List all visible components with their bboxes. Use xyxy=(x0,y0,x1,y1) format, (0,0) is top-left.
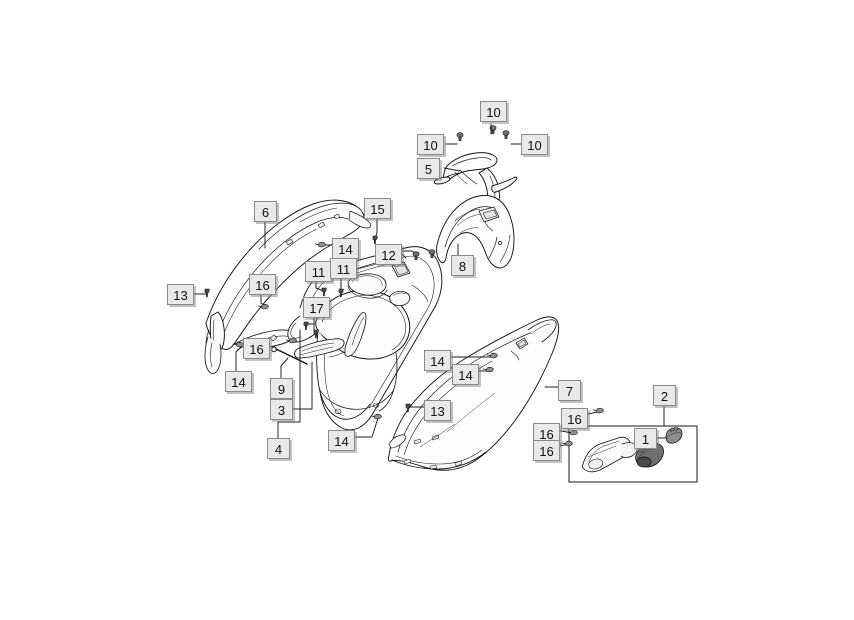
callout-10-right[interactable]: 10 xyxy=(521,134,548,155)
callout-5[interactable]: 5 xyxy=(417,158,440,179)
callout-16-a[interactable]: 16 xyxy=(249,274,276,295)
callout-15[interactable]: 15 xyxy=(364,198,391,219)
callout-16-c[interactable]: 16 xyxy=(561,408,588,429)
callout-8[interactable]: 8 xyxy=(451,255,474,276)
callout-14-b[interactable]: 14 xyxy=(225,371,252,392)
callout-3[interactable]: 3 xyxy=(270,399,293,420)
callout-14-c[interactable]: 14 xyxy=(424,350,451,371)
callout-13-a[interactable]: 13 xyxy=(167,284,194,305)
callout-14-d[interactable]: 14 xyxy=(452,364,479,385)
callout-2[interactable]: 2 xyxy=(653,385,676,406)
callout-11-b[interactable]: 11 xyxy=(330,258,357,279)
leader-lines xyxy=(189,123,668,448)
callout-10-left[interactable]: 10 xyxy=(417,134,444,155)
part-4-helmet-box xyxy=(271,246,443,431)
callout-7[interactable]: 7 xyxy=(558,380,581,401)
callout-6[interactable]: 6 xyxy=(254,201,277,222)
callout-4[interactable]: 4 xyxy=(267,438,290,459)
callout-10-top[interactable]: 10 xyxy=(480,101,507,122)
callout-1[interactable]: 1 xyxy=(634,428,657,449)
part-7-right-cover xyxy=(387,316,560,471)
callout-16-b[interactable]: 16 xyxy=(243,338,270,359)
callout-12[interactable]: 12 xyxy=(375,244,402,265)
part-2-inset-box xyxy=(568,405,698,483)
callout-11-a[interactable]: 11 xyxy=(305,261,332,282)
part-10-screws xyxy=(456,125,510,142)
callout-13-b[interactable]: 13 xyxy=(424,400,451,421)
callout-16-e[interactable]: 16 xyxy=(533,440,560,461)
callout-14-a[interactable]: 14 xyxy=(332,238,359,259)
part-6-left-panel xyxy=(204,199,372,374)
callout-17[interactable]: 17 xyxy=(303,297,330,318)
callout-9[interactable]: 9 xyxy=(270,378,293,399)
callout-14-e[interactable]: 14 xyxy=(328,430,355,451)
part-8-tail-cover xyxy=(436,194,515,269)
